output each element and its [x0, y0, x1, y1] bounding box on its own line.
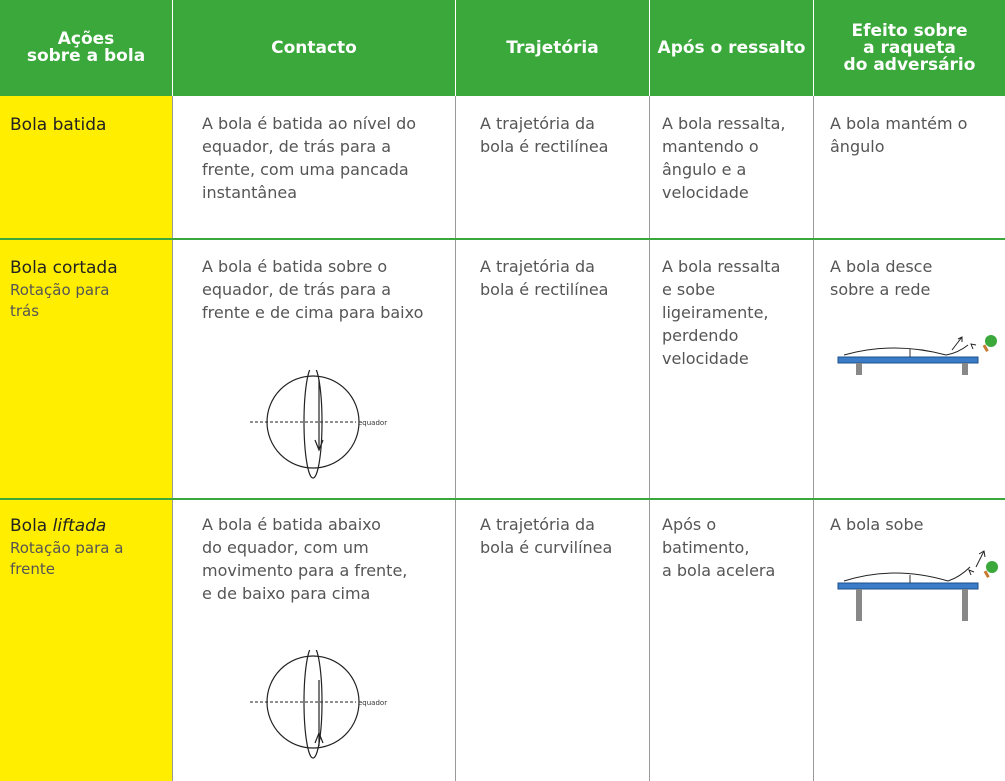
header-efeito: Efeito sobre a raqueta do adversário [843, 20, 976, 75]
ball-topspin-diagram: equador [250, 650, 387, 759]
equador-label: equador [358, 699, 387, 707]
header-contacto: Contacto [271, 37, 357, 58]
row3-name-italic: liftada [52, 516, 107, 536]
row-separator [0, 238, 1005, 240]
header-trajetoria: Trajetória [506, 37, 599, 58]
row2-efeito: A bola desce sobre a rede [830, 257, 933, 299]
row1-ressalto: A bola ressalta, mantendo o ângulo e a v… [662, 114, 786, 202]
row-name-bola-batida: Bola batida [10, 115, 107, 135]
row1-efeito: A bola mantém o ângulo [830, 114, 968, 156]
table-descend-diagram [837, 335, 997, 375]
first-column-highlight [0, 96, 172, 781]
row3-ressalto: Após o batimento, a bola acelera [662, 515, 776, 580]
row3-contacto: A bola é batida abaixo do equador, com u… [202, 515, 408, 603]
row2-contacto: A bola é batida sobre o equador, de trás… [202, 257, 424, 322]
table-rise-diagram [837, 550, 998, 621]
row1-contacto: A bola é batida ao nível do equador, de … [202, 114, 417, 202]
row2-subtitle: Rotação para trás [10, 281, 110, 320]
row2-ressalto: A bola ressalta e sobe ligeiramente, per… [662, 257, 781, 368]
row-name-bola-liftada: Bola liftada [10, 515, 106, 537]
table-header [0, 0, 1005, 96]
row-name-bola-cortada: Bola cortada [10, 258, 118, 278]
row1-trajetoria: A trajetória da bola é rectilínea [480, 114, 609, 156]
equador-label: equador [358, 419, 387, 427]
row2-trajetoria: A trajetória da bola é rectilínea [480, 257, 609, 299]
row3-trajetoria: A trajetória da bola é curvilínea [480, 515, 613, 557]
row3-subtitle: Rotação para a frente [10, 539, 124, 578]
row3-efeito: A bola sobe [830, 515, 924, 534]
header-ressalto: Após o ressalto [657, 37, 806, 58]
header-acoes: Ações sobre a bola [26, 29, 146, 66]
row3-name-prefix: Bola [10, 516, 53, 536]
row-separator [0, 498, 1005, 500]
ball-backspin-diagram: equador [250, 370, 387, 479]
